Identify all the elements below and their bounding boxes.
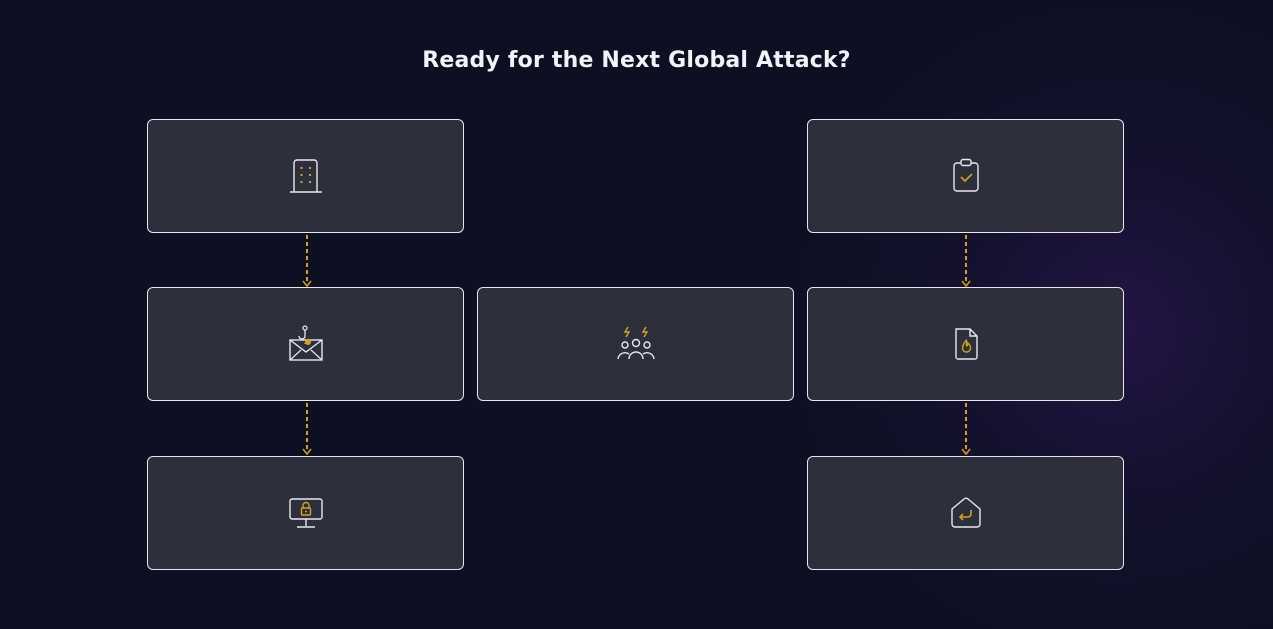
connector-arrow <box>961 235 971 288</box>
connector-arrow <box>302 403 312 456</box>
card-document-fire[interactable] <box>807 287 1124 401</box>
card-team-alert[interactable] <box>477 287 794 401</box>
card-clipboard-check[interactable] <box>807 119 1124 233</box>
card-building[interactable] <box>147 119 464 233</box>
home-return-icon <box>949 496 983 530</box>
connector-arrow <box>961 403 971 456</box>
clipboard-check-icon <box>950 157 982 195</box>
connector-arrow <box>302 235 312 288</box>
page-title: Ready for the Next Global Attack? <box>422 48 851 73</box>
phishing-email-icon <box>286 324 326 364</box>
card-home-return[interactable] <box>807 456 1124 570</box>
building-icon <box>288 157 324 195</box>
card-locked-monitor[interactable] <box>147 456 464 570</box>
document-fire-icon <box>950 325 982 363</box>
team-alert-icon <box>616 326 656 362</box>
locked-monitor-icon <box>287 496 325 530</box>
card-phishing-email[interactable] <box>147 287 464 401</box>
